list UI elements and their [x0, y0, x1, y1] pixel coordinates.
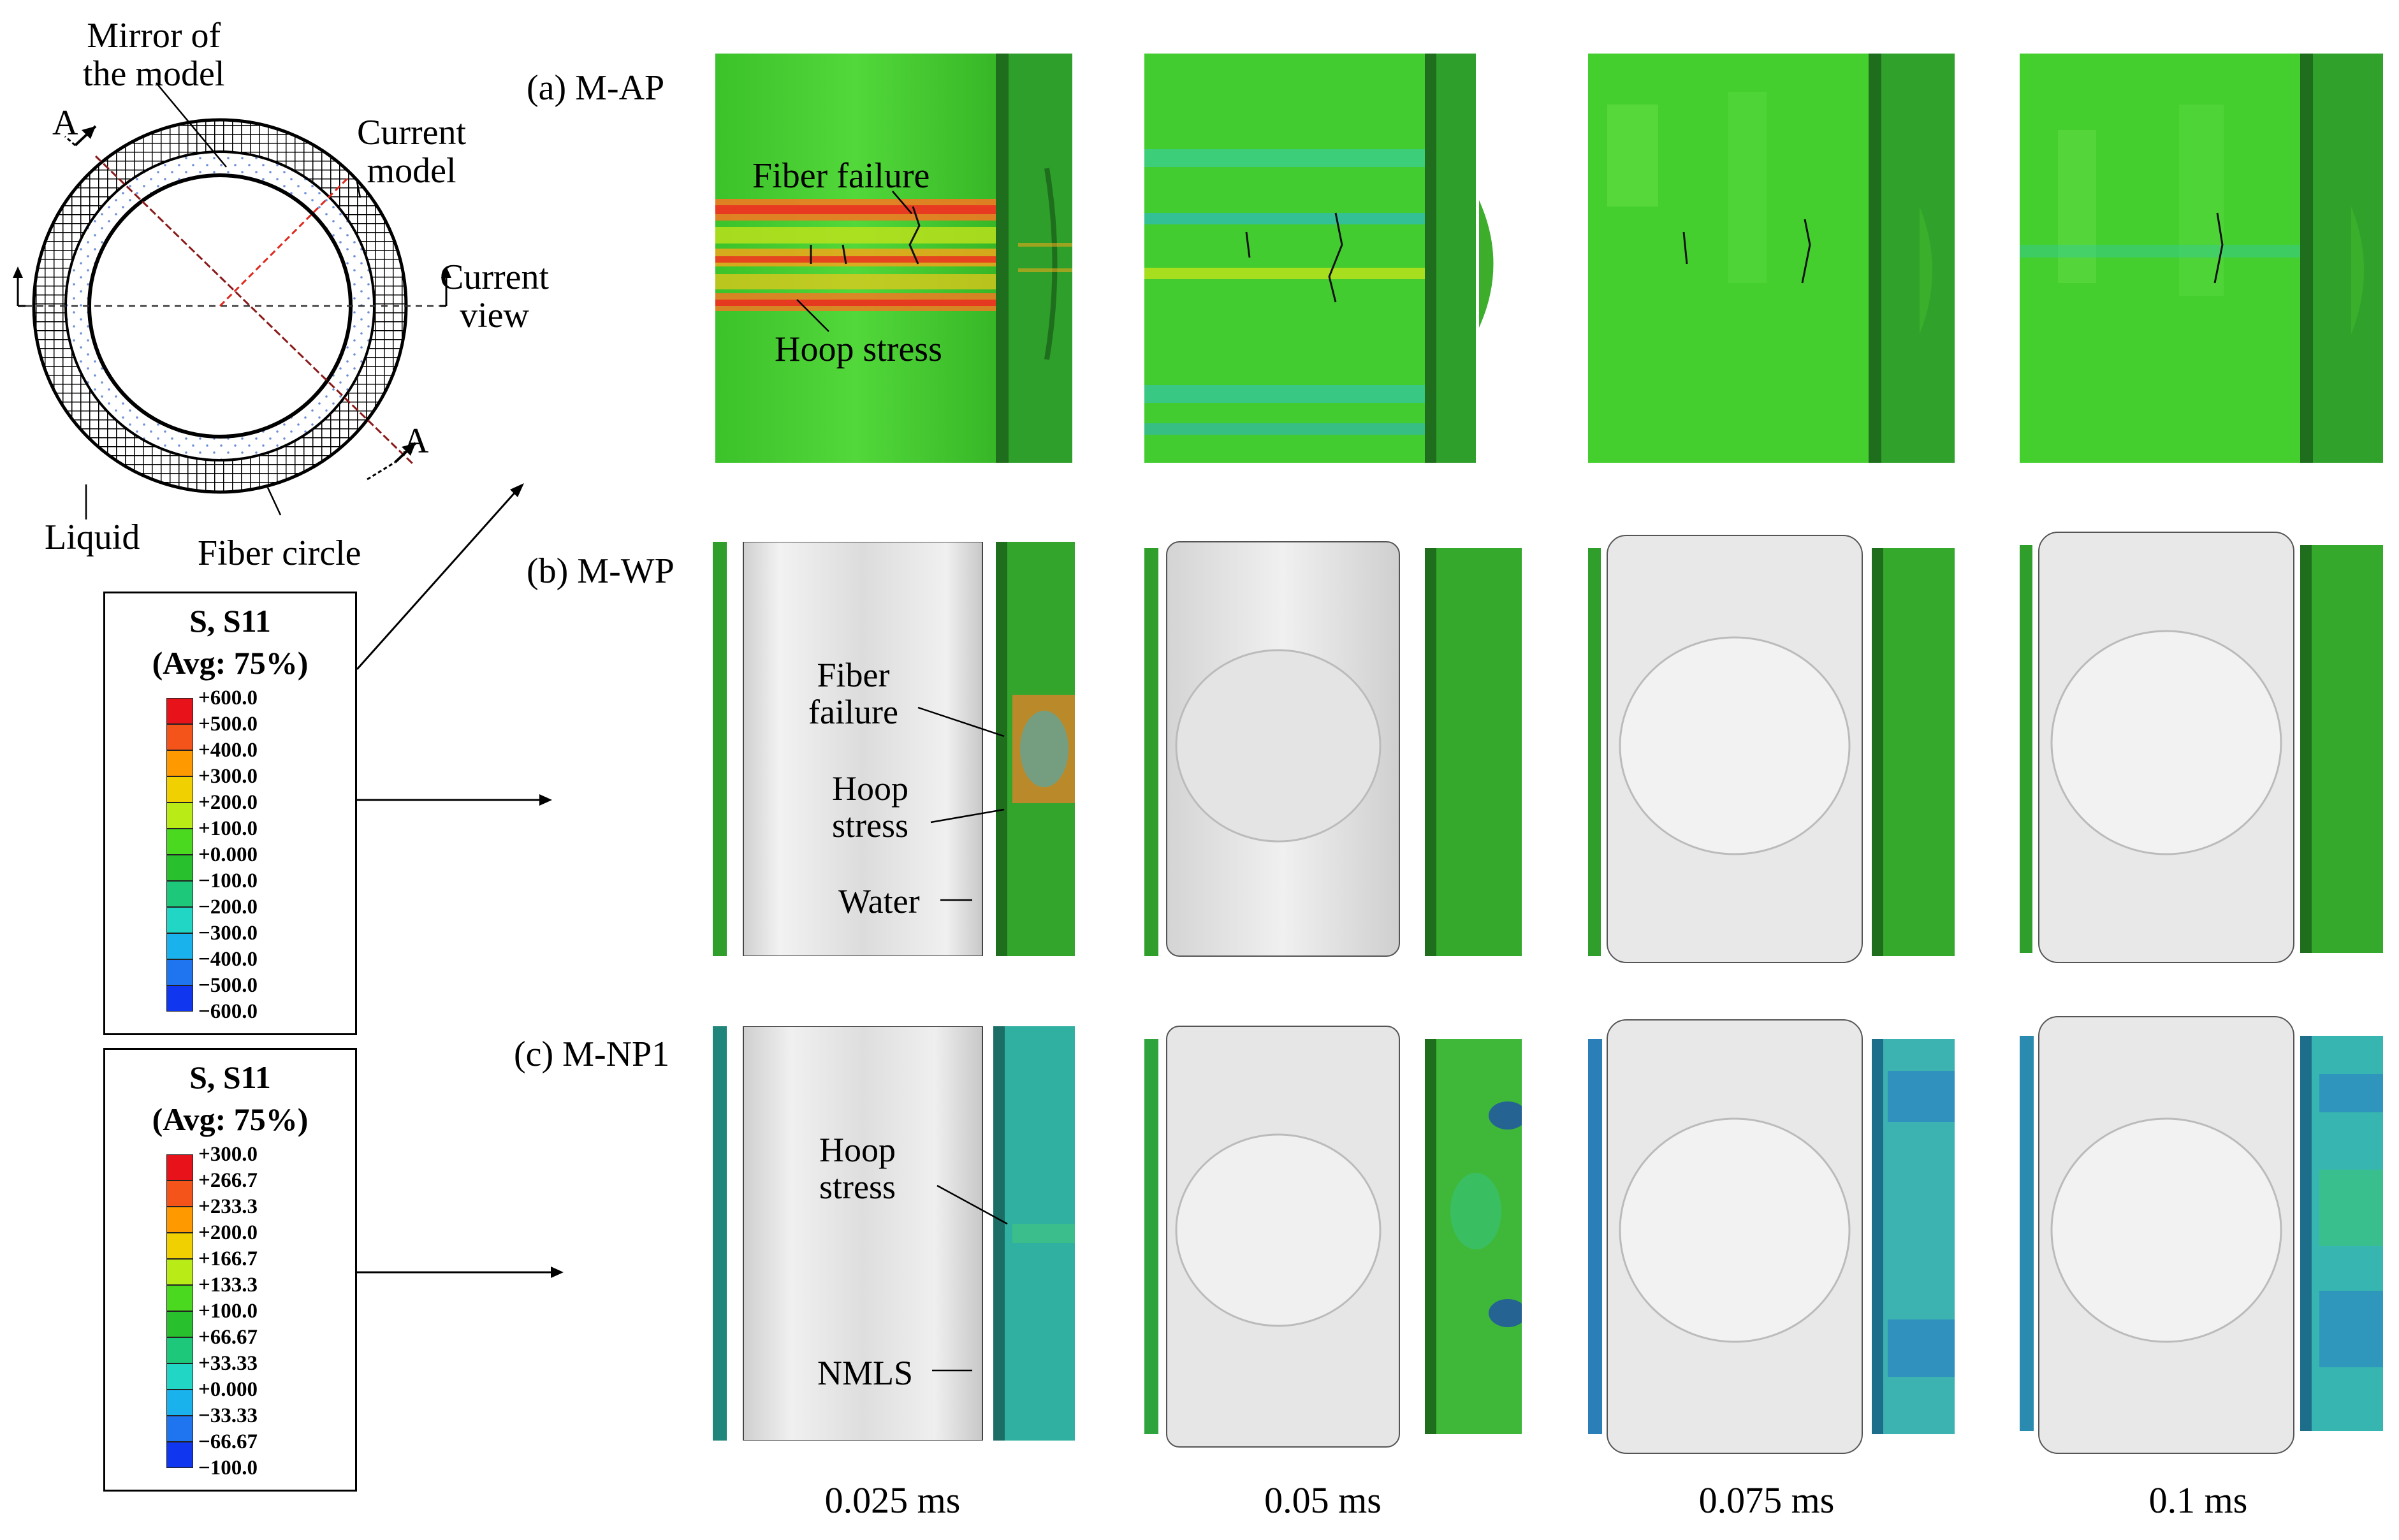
panel-np-t1	[713, 1026, 1075, 1441]
fiber-circle-label: Fiber circle	[198, 534, 361, 573]
legend-tick-label: +166.7	[198, 1247, 258, 1270]
stress-legend-1: S, S11 (Avg: 75%) +600.0 +500.0 +400.0 +300…	[103, 592, 357, 1035]
legend-swatch	[166, 1233, 193, 1259]
legend-swatch	[166, 750, 193, 776]
current-view-label: Current view	[440, 258, 550, 336]
legend-swatch	[166, 907, 193, 933]
annotation-wp-fiber-failure: Fiber failure	[808, 656, 898, 732]
legend-tick-label: −100.0	[198, 1456, 258, 1479]
legend-swatch	[166, 933, 193, 959]
legend-tick-label: +0.000	[198, 1378, 258, 1401]
panel-np-t2	[1144, 1020, 1522, 1453]
legend-swatch	[166, 829, 193, 855]
section-a-top-label: A	[52, 103, 78, 143]
legend-swatch	[166, 776, 193, 803]
legend-tick-label: +500.0	[198, 713, 258, 736]
panel-np-t3	[1588, 1013, 1955, 1460]
section-line	[94, 155, 416, 467]
legend-tick-label: +100.0	[198, 1300, 258, 1323]
annotation-wp-hoop-stress: Hoop stress	[832, 769, 908, 845]
legend-swatch	[166, 1207, 193, 1233]
legend-tick-label: −33.33	[198, 1404, 258, 1427]
legend-swatch	[166, 1416, 193, 1442]
row-label-b: (b) M-WP	[527, 551, 674, 591]
row-label-a: (a) M-AP	[527, 68, 665, 108]
legend-tick-label: −200.0	[198, 896, 258, 919]
panel-ap-t3	[1588, 54, 1955, 463]
panel-ap-t2	[1144, 54, 1520, 463]
legend-tick-label: −600.0	[198, 1000, 258, 1023]
legend-swatch	[166, 803, 193, 829]
legend-1-title: S, S11	[189, 603, 271, 639]
legend-tick-label: −500.0	[198, 974, 258, 997]
legend-tick-label: +300.0	[198, 1143, 258, 1166]
legend-swatch	[166, 698, 193, 724]
legend-tick-label: +266.7	[198, 1169, 258, 1192]
legend-2-subtitle: (Avg: 75%)	[152, 1101, 309, 1137]
annotation-ap-fiber-failure: Fiber failure	[752, 156, 930, 196]
legend-swatch	[166, 1390, 193, 1416]
panel-wp-t1	[713, 542, 1075, 956]
mirror-of-model-label: Mirror of the model	[83, 16, 225, 94]
legend-tick-label: +400.0	[198, 739, 258, 762]
section-a-bottom-label: A	[403, 421, 429, 461]
time-label-3: 0.075 ms	[1698, 1479, 1835, 1521]
legend-swatch	[166, 1180, 193, 1207]
annotation-wp-water: Water	[838, 882, 920, 920]
legend-tick-label: −66.67	[198, 1430, 258, 1453]
legend-swatch	[166, 1311, 193, 1337]
legend-2-title: S, S11	[189, 1059, 271, 1095]
legend-tick-label: +300.0	[198, 765, 258, 788]
legend-swatch	[166, 1154, 193, 1180]
legend-1-subtitle: (Avg: 75%)	[152, 645, 309, 681]
annotation-np-hoop-stress: Hoop stress	[819, 1131, 896, 1207]
annotation-ap-hoop-stress: Hoop stress	[775, 330, 942, 369]
legend-tick-label: +200.0	[198, 791, 258, 814]
cross-section-diagram	[13, 82, 451, 519]
legend-1-scale: +600.0 +500.0 +400.0 +300.0 +200.0 +100.0 +0.0…	[166, 688, 345, 1023]
cross-section-schematic: Mirror of the model Current model Curren…	[0, 0, 549, 586]
legend-tick-label: +233.3	[198, 1195, 258, 1218]
legend-tick-label: +200.0	[198, 1221, 258, 1244]
legend-swatch	[166, 855, 193, 881]
legend-tick-label: +133.3	[198, 1274, 258, 1297]
time-label-2: 0.05 ms	[1264, 1479, 1382, 1521]
panel-ap-t4	[2020, 54, 2383, 463]
legend-tick-label: +0.000	[198, 843, 258, 866]
panel-wp-t4	[2020, 526, 2383, 969]
legend-swatch	[166, 881, 193, 907]
time-label-4: 0.1 ms	[2148, 1479, 2248, 1521]
time-label-1: 0.025 ms	[824, 1479, 961, 1521]
legend-swatch	[166, 1363, 193, 1390]
legend-tick-label: +33.33	[198, 1352, 258, 1375]
legend-swatch	[166, 1337, 193, 1363]
panel-ap-t1	[715, 54, 1072, 463]
row-label-c: (c) M-NP1	[514, 1035, 670, 1074]
legend-swatch	[166, 1285, 193, 1311]
legend-tick-label: −300.0	[198, 922, 258, 945]
stress-legend-2: S, S11 (Avg: 75%) +300.0 +266.7 +233.3 +200…	[103, 1048, 357, 1492]
panel-wp-t3	[1588, 529, 1955, 969]
legend-arrows	[356, 483, 564, 1278]
legend-tick-label: +600.0	[198, 686, 258, 709]
legend-swatch	[166, 1259, 193, 1285]
legend-swatch	[166, 1442, 193, 1468]
current-model-label: Current model	[357, 113, 467, 191]
legend-swatch	[166, 959, 193, 985]
legend-tick-label: −100.0	[198, 869, 258, 892]
annotation-np-nmls: NMLS	[817, 1354, 914, 1392]
legend-tick-label: +66.67	[198, 1326, 258, 1349]
legend-tick-label: −400.0	[198, 948, 258, 971]
liquid-label: Liquid	[45, 518, 140, 557]
legend-swatch	[166, 724, 193, 750]
legend-tick-label: +100.0	[198, 817, 258, 840]
legend-swatch	[166, 985, 193, 1012]
legend-2-scale: +300.0 +266.7 +233.3 +200.0 +166.7 +133.3 +100…	[166, 1144, 345, 1479]
panel-wp-t2	[1144, 535, 1522, 962]
panel-np-t4	[2020, 1010, 2383, 1460]
